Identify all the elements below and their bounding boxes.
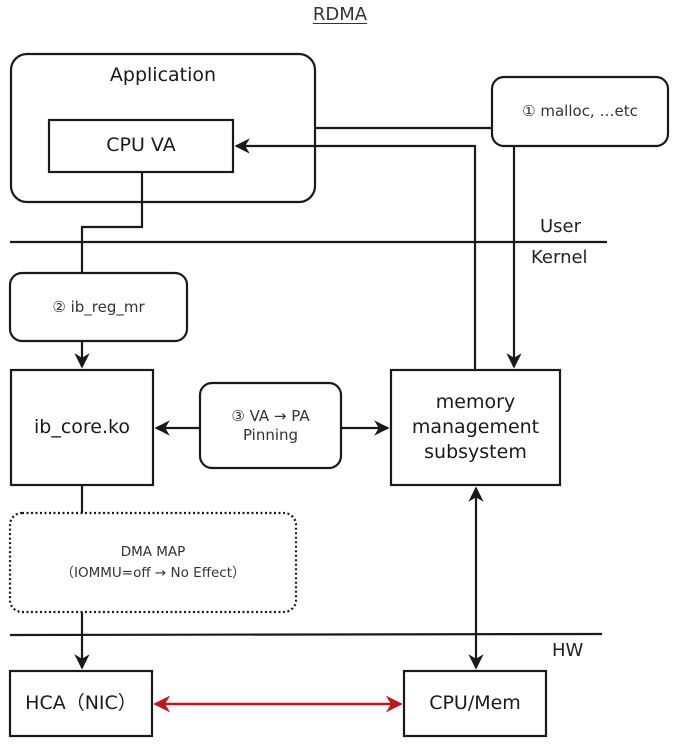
memory-mgmt-label: memory management subsystem [411,391,540,463]
hca-label: HCA（NIC） [25,691,137,714]
ib-reg-mr-label: ② ib_reg_mr [52,297,145,316]
dma-map-label: DMA MAP （IOMMU=off → No Effect） [60,543,246,581]
hca-box [8,669,154,738]
va-pa-box [198,381,343,470]
cpu-va-to-ib-reg-mr-line [80,172,144,273]
malloc-label: ① malloc, …etc [522,102,638,121]
malloc-box [490,75,670,148]
ib-core-label: ib_core.ko [34,415,130,438]
va-pa-label: ③ VA → PA Pinning [231,406,310,444]
cpu-mem-box [402,669,548,738]
cpu-mem-label: CPU/Mem [429,691,521,714]
application-label: Application [109,64,217,87]
user-layer-label: User [540,216,582,237]
ib-reg-mr-box [8,271,189,343]
dma-map-box [8,511,298,614]
diagram-title: RDMA [312,4,368,25]
kernel-hw-divider [9,632,603,637]
cpu-va-label: CPU VA [106,134,176,157]
kernel-layer-label: Kernel [531,247,588,268]
memory-mgmt-to-cpu-va-arrow [234,138,477,370]
hw-layer-label: HW [552,640,584,661]
